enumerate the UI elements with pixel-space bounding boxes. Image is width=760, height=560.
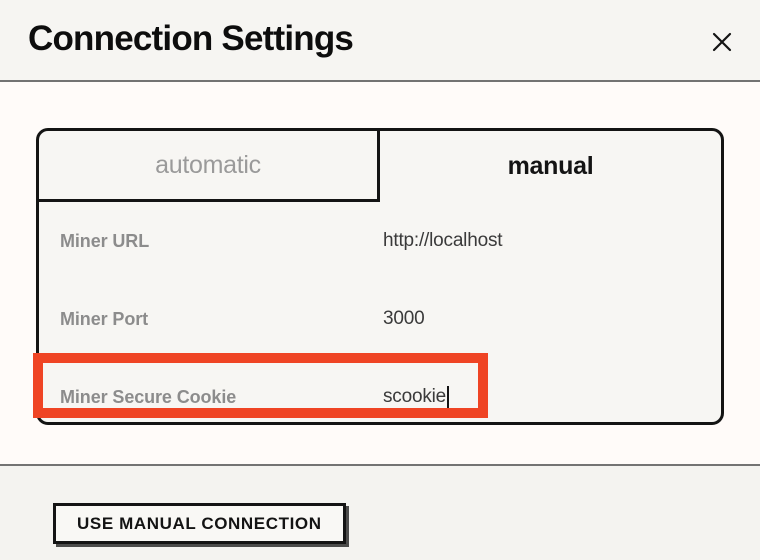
settings-field-list: Miner URL http://localhost Miner Port 30…: [39, 202, 721, 422]
miner-url-label: Miner URL: [60, 230, 150, 251]
close-button[interactable]: [706, 26, 738, 58]
miner-port-value: 3000: [383, 308, 425, 329]
field-row-miner-secure-cookie[interactable]: Miner Secure Cookie scookie: [39, 358, 721, 422]
tab-automatic[interactable]: automatic: [39, 131, 380, 202]
miner-secure-cookie-label: Miner Secure Cookie: [60, 386, 237, 407]
miner-url-value: http://localhost: [383, 230, 503, 251]
tab-manual[interactable]: manual: [380, 131, 721, 202]
miner-port-label: Miner Port: [60, 308, 149, 329]
use-manual-connection-button[interactable]: USE MANUAL CONNECTION: [53, 503, 346, 544]
text-cursor: [447, 385, 450, 409]
miner-secure-cookie-value: scookie: [383, 386, 447, 407]
dialog-footer: USE MANUAL CONNECTION: [0, 464, 760, 560]
field-row-miner-port[interactable]: Miner Port 3000: [39, 280, 721, 358]
close-icon: [710, 30, 734, 54]
field-row-miner-url[interactable]: Miner URL http://localhost: [39, 202, 721, 280]
miner-url-input[interactable]: http://localhost: [383, 230, 503, 252]
tab-automatic-label: automatic: [155, 150, 261, 179]
tab-manual-label: manual: [507, 152, 594, 180]
use-manual-connection-label: USE MANUAL CONNECTION: [77, 513, 322, 533]
miner-port-input[interactable]: 3000: [383, 308, 425, 330]
dialog-body: automatic manual Miner URL http://localh…: [0, 82, 760, 464]
connection-mode-tabs: automatic manual: [39, 131, 721, 202]
page-title: Connection Settings: [28, 19, 354, 58]
miner-secure-cookie-input[interactable]: scookie: [383, 385, 450, 409]
connection-settings-panel: automatic manual Miner URL http://localh…: [36, 128, 724, 425]
dialog-header: Connection Settings: [0, 0, 760, 82]
